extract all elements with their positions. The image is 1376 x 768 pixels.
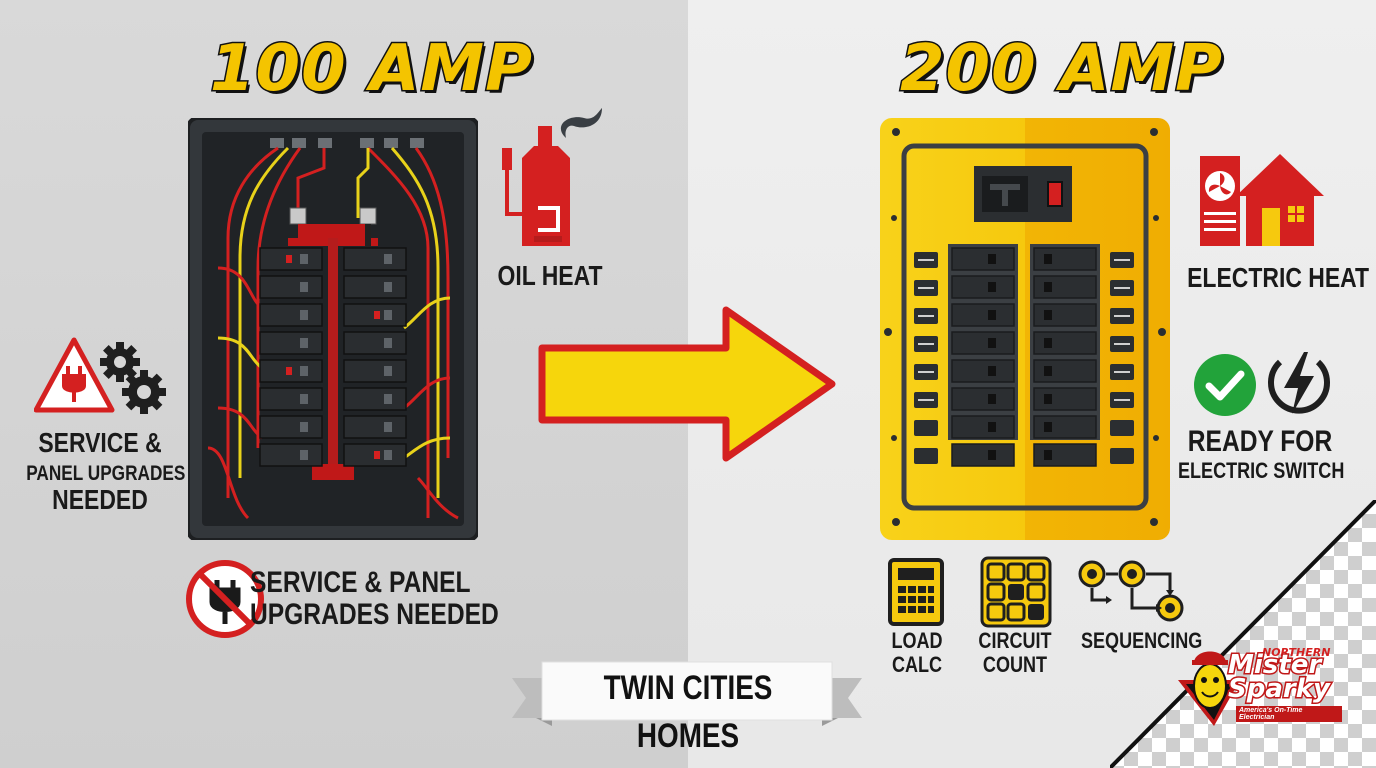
logo-northern: NORTHERN xyxy=(1262,646,1331,659)
warning-label-line3: NEEDED xyxy=(52,484,148,515)
twin-cities-banner xyxy=(512,661,862,726)
warning-label-line2: PANEL UPGRADES xyxy=(26,462,186,485)
panel-200-amp xyxy=(880,118,1170,540)
no-plug-icon xyxy=(186,560,264,638)
logo-mister: Mister xyxy=(1226,650,1322,680)
gears-icon xyxy=(100,342,166,414)
panel-100-amp xyxy=(188,118,478,540)
no-plug-label-line1: SERVICE & PANEL xyxy=(250,566,471,599)
banner-text: TWIN CITIES HOMES xyxy=(603,669,773,755)
breaker-rows-100 xyxy=(259,247,407,467)
calculator-icon xyxy=(888,558,944,626)
checkmark-icon xyxy=(1194,354,1256,416)
sequencing-gears-icon xyxy=(1078,560,1184,622)
circuit-grid-icon xyxy=(980,556,1052,628)
load-calc-label-line1: LOAD xyxy=(891,628,943,653)
warning-plug-icon xyxy=(34,337,115,413)
electric-heat-label: ELECTRIC HEAT xyxy=(1187,262,1370,293)
logo-sparky: Sparky xyxy=(1227,674,1332,704)
oil-heat-label: OIL HEAT xyxy=(497,260,603,291)
title-100-amp: 100 AMP xyxy=(209,31,534,108)
mister-sparky-logo xyxy=(1178,651,1240,726)
circuit-count-label-line1: CIRCUIT xyxy=(978,628,1052,653)
diagonal-cut-line xyxy=(1110,500,1376,768)
ready-label-line2: ELECTRIC SWITCH xyxy=(1178,458,1345,483)
arrow-right-icon xyxy=(538,306,836,462)
load-calc-label-line2: CALC xyxy=(891,652,943,677)
logo-tagline: America's On-Time Electrician xyxy=(1236,706,1342,722)
title-200-amp: 200 AMP xyxy=(899,31,1224,108)
lightning-icon xyxy=(1268,352,1330,414)
circuit-count-label-line2: COUNT xyxy=(982,652,1048,677)
warning-label-line1: SERVICE & xyxy=(38,427,162,458)
no-plug-label-line2: UPGRADES NEEDED xyxy=(250,598,499,631)
oil-furnace-icon xyxy=(502,108,602,246)
ready-label-line1: READY FOR xyxy=(1187,425,1333,458)
sequencing-label: SEQUENCING xyxy=(1080,628,1203,653)
heat-pump-house-icon xyxy=(1200,154,1324,246)
